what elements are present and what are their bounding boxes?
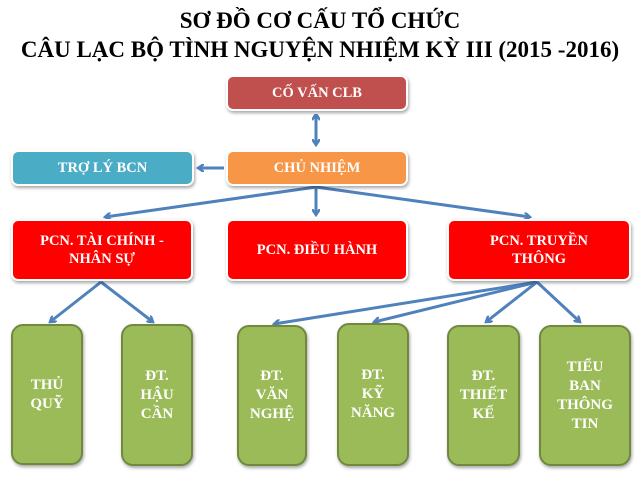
node-tieu-ban-thong-tin: TIỂU BAN THÔNG TIN: [539, 325, 631, 466]
node-van-nghe: ĐT. VĂN NGHỆ: [237, 325, 307, 466]
node-thu-quy: THỦ QUỸ: [11, 324, 83, 465]
node-co-van: CỐ VẤN CLB: [226, 75, 408, 111]
node-thiet-ke: ĐT. THIẾT KẾ: [447, 325, 520, 466]
node-tro-ly: TRỢ LÝ BCN: [11, 150, 194, 186]
node-pcn-truyen-thong: PCN. TRUYỀN THÔNG: [447, 219, 631, 281]
node-hau-can: ĐT. HẬU CẦN: [121, 324, 193, 466]
arrow-truyenthong-thongtin: [535, 280, 580, 322]
arrow-chunhiem-taichinh: [105, 185, 317, 217]
arrow-taichinh-haucan: [100, 280, 153, 322]
arrow-taichinh-thuquy: [50, 280, 102, 322]
node-chu-nhiem: CHỦ NHIỆM: [226, 150, 408, 186]
arrow-truyenthong-kynang: [374, 280, 538, 322]
arrow-truyenthong-vannghe: [274, 280, 538, 324]
arrow-chunhiem-truyenthong: [315, 185, 530, 217]
chart-title-line-2: CÂU LẠC BỘ TÌNH NGUYỆN NHIỆM KỲ III (201…: [20, 37, 620, 62]
arrow-truyenthong-thietke: [486, 280, 538, 322]
node-ky-nang: ĐT. KỸ NĂNG: [337, 323, 409, 466]
node-pcn-tai-chinh: PCN. TÀI CHÍNH - NHÂN SỰ: [11, 219, 193, 281]
chart-title-line-1: SƠ ĐỒ CƠ CẤU TỔ CHỨC: [179, 8, 461, 33]
node-pcn-dieu-hanh: PCN. ĐIỀU HÀNH: [226, 219, 408, 281]
